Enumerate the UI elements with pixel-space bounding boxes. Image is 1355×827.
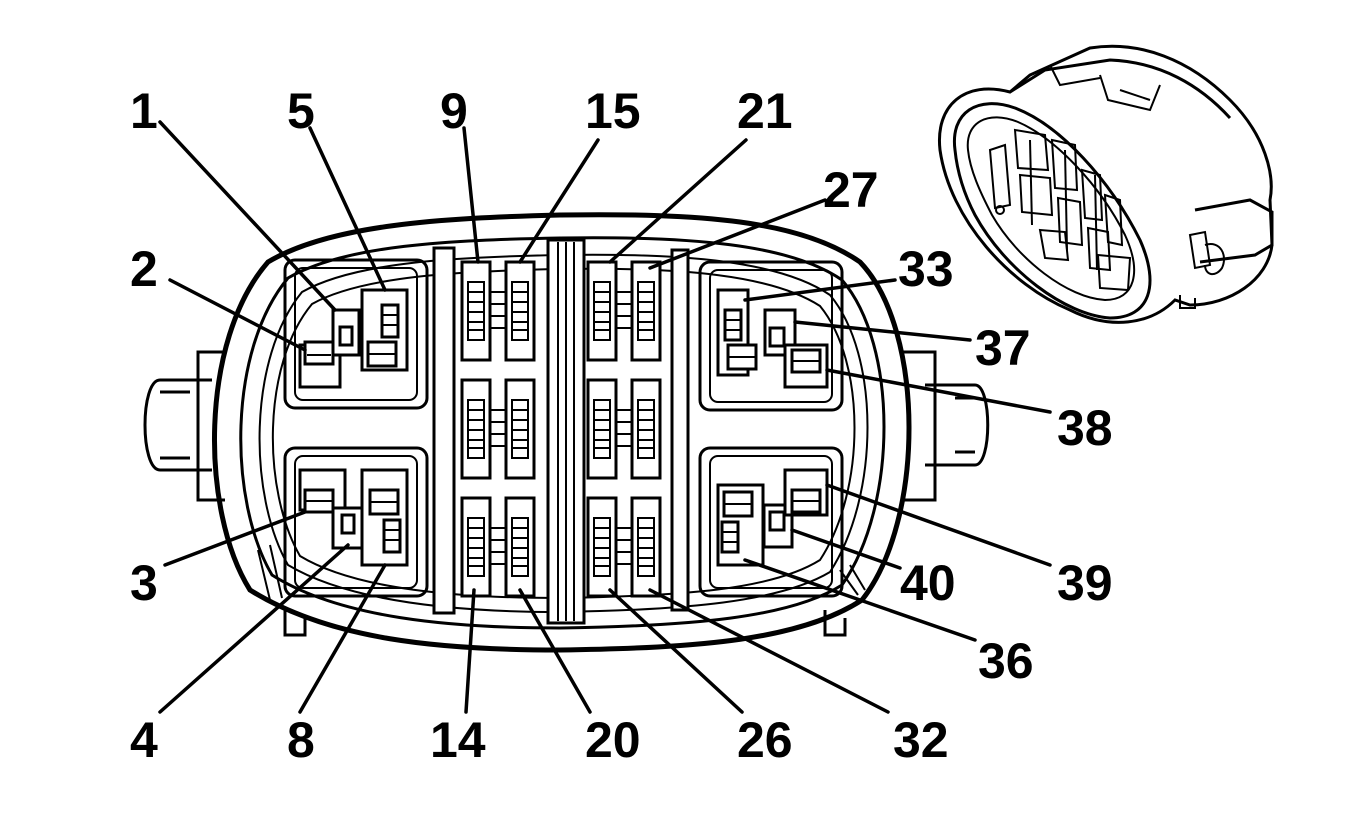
leader-lines	[158, 120, 1052, 714]
leader-line-26	[608, 588, 744, 714]
terminal-cavity	[586, 260, 618, 362]
leader-line-38	[825, 368, 1052, 414]
leader-line-2	[168, 278, 307, 352]
pin-label-1: 1	[130, 83, 158, 139]
pin-label-40: 40	[900, 555, 956, 611]
leader-line-21	[608, 138, 748, 264]
pin-label-5: 5	[287, 83, 315, 139]
leader-line-3	[163, 510, 307, 567]
pin-label-27: 27	[823, 162, 879, 218]
pin-label-14: 14	[430, 712, 486, 768]
pin-label-20: 20	[585, 712, 641, 768]
leader-line-37	[793, 320, 972, 342]
leader-line-36	[743, 558, 977, 642]
pin-label-38: 38	[1057, 400, 1113, 456]
terminal-cavity	[586, 378, 618, 480]
pin-label-33: 33	[898, 241, 954, 297]
leader-line-9	[462, 126, 480, 264]
leader-line-14	[464, 588, 476, 714]
leader-line-39	[825, 483, 1052, 567]
pin-label-32: 32	[893, 712, 949, 768]
pin-label-4: 4	[130, 712, 158, 768]
connector-perspective-view	[937, 44, 1274, 324]
pin-labels: 1 5 9 15 21 27 2 33 37 38 3 40 39 36 4 8…	[130, 83, 1113, 768]
pin-label-21: 21	[737, 83, 793, 139]
connector-face	[143, 212, 990, 653]
pin-label-15: 15	[585, 83, 641, 139]
pin-label-8: 8	[287, 712, 315, 768]
pin-label-39: 39	[1057, 555, 1113, 611]
leader-line-40	[790, 528, 902, 570]
pin-label-9: 9	[440, 83, 468, 139]
leader-line-4	[158, 543, 350, 714]
pin-label-37: 37	[975, 320, 1031, 376]
terminal-cavity	[460, 260, 492, 362]
leader-line-33	[743, 278, 897, 302]
leader-line-8	[298, 563, 387, 714]
pin-label-36: 36	[978, 633, 1034, 689]
leader-line-20	[518, 588, 592, 714]
terminal-cavity	[630, 378, 662, 480]
leader-line-15	[518, 138, 600, 264]
leader-line-5	[308, 126, 387, 292]
leader-line-27	[648, 198, 827, 270]
pin-label-2: 2	[130, 241, 158, 297]
leader-line-32	[648, 588, 890, 714]
leader-line-1	[158, 120, 337, 312]
pin-label-26: 26	[737, 712, 793, 768]
pin-label-3: 3	[130, 555, 158, 611]
